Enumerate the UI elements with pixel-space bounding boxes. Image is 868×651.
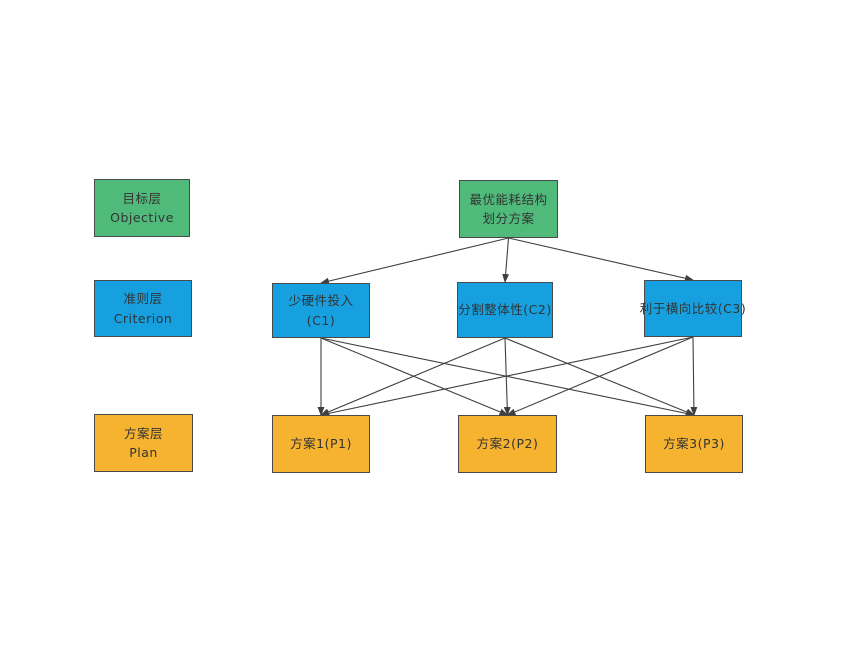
edge-c3-to-p1 (320, 336, 694, 417)
node-text-line: 方案2(P2) (476, 436, 539, 452)
edge-c2-to-p1 (320, 337, 506, 416)
node-text-line: 方案层 (123, 425, 163, 441)
node-text-line: 准则层 (123, 291, 163, 307)
edge-objective-to-c2 (502, 237, 510, 283)
node-text-line: Plan (129, 445, 158, 460)
edge-objective-to-c3 (508, 237, 694, 282)
node-text-line: 方案3(P3) (663, 436, 725, 452)
edge-c2-to-p3 (504, 337, 695, 416)
edge-c1-to-p2 (320, 337, 509, 416)
criterion-node-c1: 少硬件投入 (C1) (272, 283, 370, 338)
node-text-line: 分割整体性(C2) (458, 302, 552, 318)
node-text-line: Objective (110, 210, 174, 225)
node-text-line: 划分方案 (482, 211, 535, 226)
edge-objective-to-c1 (320, 237, 509, 285)
node-text-line: 利于横向比较(C3) (639, 300, 747, 316)
plan-layer-label-box: 方案层 Plan (94, 414, 193, 472)
plan-node-p2: 方案2(P2) (458, 415, 557, 473)
criterion-node-c2: 分割整体性(C2) (457, 282, 553, 338)
plan-node-p1: 方案1(P1) (272, 415, 370, 473)
objective-layer-label-box: 目标层 Objective (94, 179, 190, 237)
edge-c1-to-p3 (320, 337, 695, 417)
node-text-line: 最优能耗结构 (469, 191, 548, 207)
criterion-node-c3: 利于横向比较(C3) (640, 280, 746, 337)
node-text-line: 少硬件投入 (288, 293, 354, 309)
node-text-line: 方案1(P1) (290, 436, 352, 452)
node-text-line: (C1) (306, 312, 336, 328)
edge-c2-to-p2 (503, 337, 511, 416)
node-text-line: Criterion (113, 310, 173, 326)
criterion-layer-label-box: 准则层 Criterion (94, 280, 192, 337)
goal-node: 最优能耗结构 划分方案 (459, 180, 558, 238)
edge-c3-to-p2 (506, 336, 694, 416)
plan-node-p3: 方案3(P3) (645, 415, 743, 473)
edge-c3-to-p3 (690, 336, 698, 416)
node-text-line: 目标层 (122, 190, 162, 206)
